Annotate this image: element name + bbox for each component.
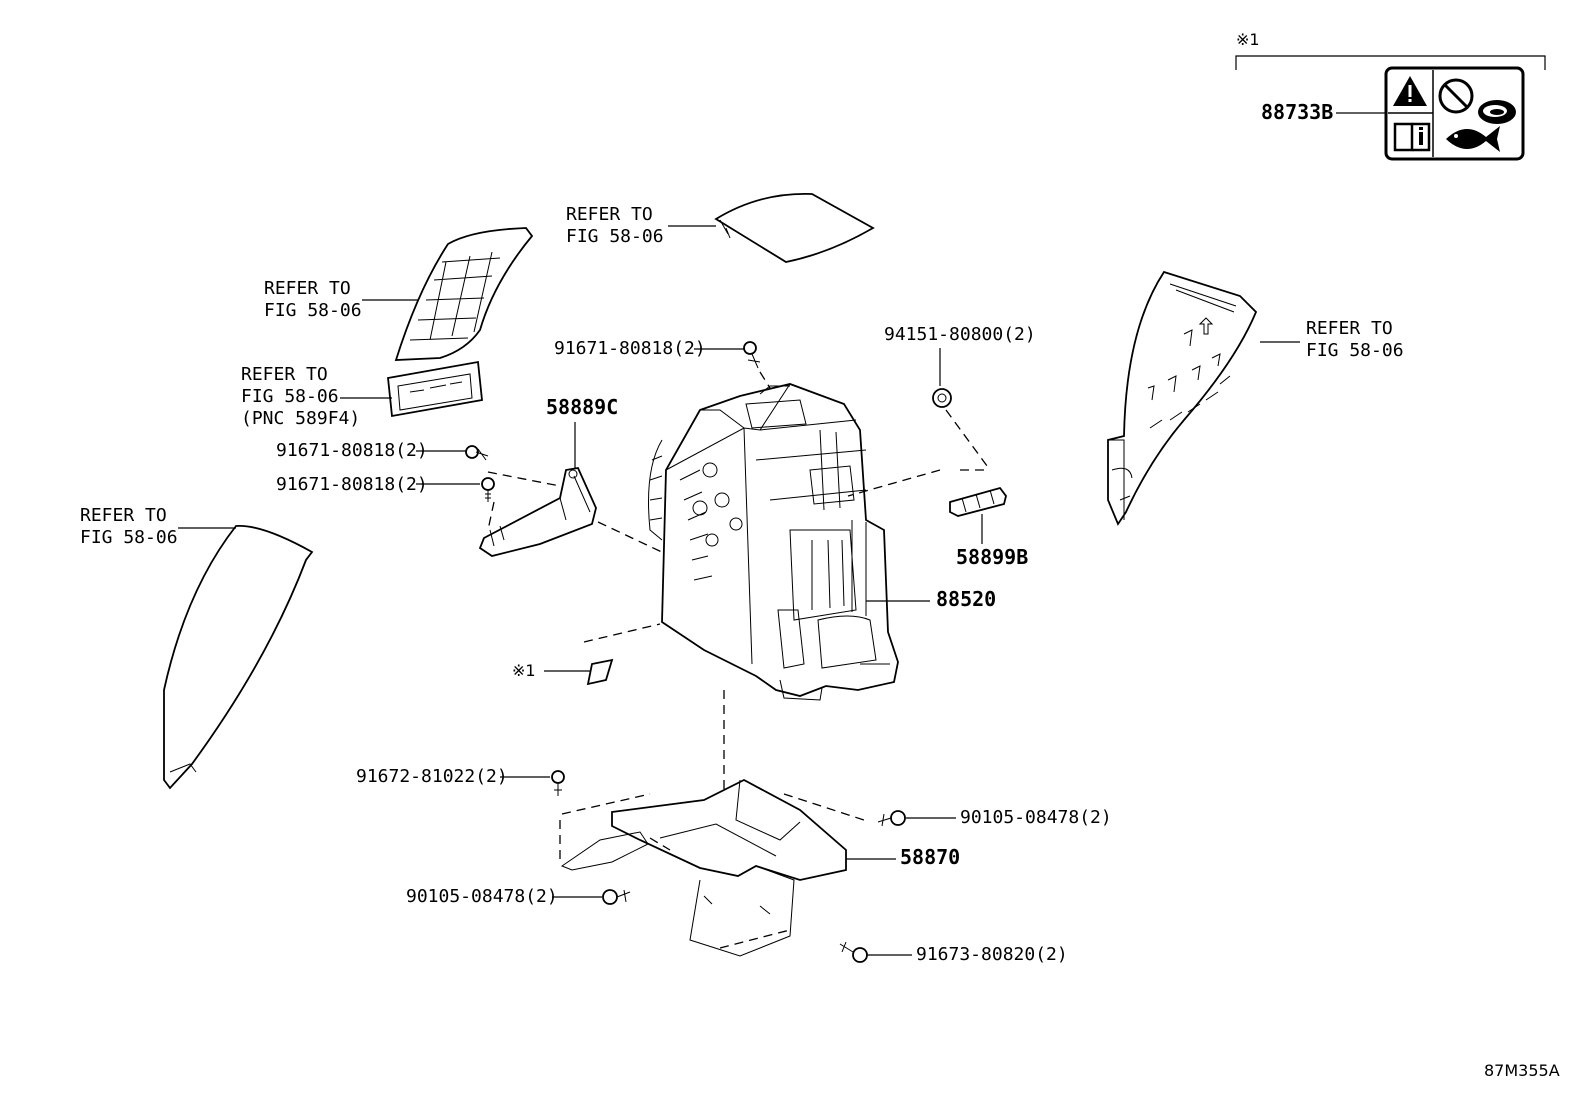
refer-top-lid-line2[interactable]: FIG 58-06: [566, 226, 664, 247]
refer-panel-line3: (PNC 589F4): [241, 408, 360, 429]
refer-left-side-line1: REFER TO: [80, 505, 167, 526]
dashed-guide-nut: [847, 409, 991, 497]
base-bracket-58870-part[interactable]: [560, 778, 847, 957]
right-side-cover-part[interactable]: [1107, 270, 1258, 526]
cooler-mesh-edge: [648, 439, 663, 541]
part-90105-08478-right[interactable]: 90105-08478(2): [960, 807, 1112, 828]
bolt-icon: [839, 941, 868, 963]
fish-icon: [1446, 126, 1500, 152]
nut-icon: [932, 388, 952, 408]
caution-label-patch[interactable]: [586, 658, 614, 686]
note-mark-label: ※1: [1236, 30, 1260, 49]
left-side-cover-part[interactable]: [163, 525, 314, 790]
clip-icon: [551, 770, 565, 796]
pet-food-icon: [1478, 100, 1516, 124]
note-mark-label-ref: ※1: [512, 661, 536, 680]
part-90105-08478-left[interactable]: 90105-08478(2): [406, 886, 558, 907]
refer-upper-left-line2[interactable]: FIG 58-06: [264, 300, 362, 321]
refer-right-side-line2[interactable]: FIG 58-06: [1306, 340, 1404, 361]
part-91672-81022[interactable]: 91672-81022(2): [356, 766, 508, 787]
refer-panel-line1: REFER TO: [241, 364, 328, 385]
part-88733b-label[interactable]: 88733B: [1261, 100, 1333, 124]
part-91671-80818-left1[interactable]: 91671-80818(2): [276, 440, 428, 461]
part-94151-80800[interactable]: 94151-80800(2): [884, 324, 1036, 345]
refer-upper-left-line1: REFER TO: [264, 278, 351, 299]
refer-panel-line2[interactable]: FIG 58-06: [241, 386, 339, 407]
bracket-58899b-part[interactable]: [949, 486, 1007, 517]
note-bracket-line: [1235, 55, 1546, 70]
refer-top-lid-line1: REFER TO: [566, 204, 653, 225]
bracket-58889c-part[interactable]: [478, 466, 597, 557]
dashed-guide-58889c: [487, 471, 667, 555]
warning-label-group: ※1 88733B: [1235, 30, 1546, 161]
bolt-icon: [877, 810, 906, 827]
diagram-id-label: 87M355A: [1484, 1061, 1560, 1080]
part-88520-label[interactable]: 88520: [936, 587, 996, 611]
upper-grille-panel-part[interactable]: [394, 227, 534, 361]
bolt-icon: [481, 477, 495, 502]
dashed-guide-label: [583, 623, 661, 643]
refer-right-side-line1: REFER TO: [1306, 318, 1393, 339]
part-91671-80818-left2[interactable]: 91671-80818(2): [276, 474, 428, 495]
bolt-icon: [602, 889, 631, 905]
part-58899b-label[interactable]: 58899B: [956, 545, 1028, 569]
console-lid-part[interactable]: [714, 192, 875, 263]
dashed-guide-base: [559, 793, 865, 949]
part-91673-80820[interactable]: 91673-80820(2): [916, 944, 1068, 965]
bolt-icon: [465, 445, 489, 461]
switch-panel-part[interactable]: [387, 360, 483, 418]
no-symbol-icon: [1438, 78, 1474, 114]
bolt-icon: [743, 341, 761, 369]
refer-left-side-line2[interactable]: FIG 58-06: [80, 527, 178, 548]
part-91671-80818-top[interactable]: 91671-80818(2): [554, 338, 706, 359]
part-58870-label[interactable]: 58870: [900, 845, 960, 869]
warning-triangle-icon: [1393, 76, 1427, 106]
part-58889c-label[interactable]: 58889C: [546, 395, 618, 419]
cooler-unit-88520-part[interactable]: [648, 383, 899, 701]
manual-book-icon: [1393, 122, 1431, 152]
